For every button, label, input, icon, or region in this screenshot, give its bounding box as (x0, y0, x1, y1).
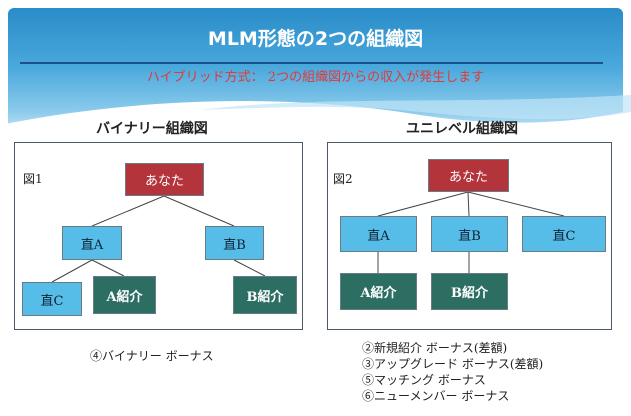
binary-node-referral-b: B紹介 (233, 276, 297, 314)
page-title: MLM形態の2つの組織図 (207, 28, 424, 50)
bonus-item: ⑤マッチング ボーナス (362, 373, 486, 387)
binary-node-referral-a: A紹介 (93, 276, 156, 314)
binary-bonus: ④バイナリー ボーナス (90, 349, 214, 363)
unilevel-node-you: あなた (428, 159, 509, 192)
figure-2-label: 図2 (333, 172, 353, 186)
unilevel-bonus-list: ②新規紹介 ボーナス(差額) ③アップグレード ボーナス(差額) ⑤マッチング … (362, 340, 543, 404)
bonus-item: ②新規紹介 ボーナス(差額) (362, 341, 508, 355)
unilevel-node-referral-a: A紹介 (340, 273, 417, 310)
figure-1-label: 図1 (23, 172, 43, 186)
bonus-item: ⑥ニューメンバー ボーナス (362, 389, 510, 403)
binary-node-direct-a: 直A (62, 226, 122, 260)
title-divider (20, 62, 603, 64)
binary-heading: バイナリー組織図 (96, 121, 208, 137)
unilevel-node-direct-b: 直B (431, 216, 508, 252)
unilevel-node-referral-b: B紹介 (431, 273, 508, 310)
unilevel-node-direct-c: 直C (522, 216, 606, 252)
unilevel-node-direct-a: 直A (340, 216, 417, 252)
bonus-item: ③アップグレード ボーナス(差額) (362, 357, 544, 371)
unilevel-heading: ユニレベル組織図 (406, 121, 518, 137)
binary-node-you: あなた (125, 163, 204, 196)
binary-node-direct-c: 直C (22, 282, 82, 316)
binary-node-direct-b: 直B (205, 226, 264, 260)
subtitle: ハイブリッド方式： 2つの組織図からの収入が発生します (146, 70, 485, 85)
